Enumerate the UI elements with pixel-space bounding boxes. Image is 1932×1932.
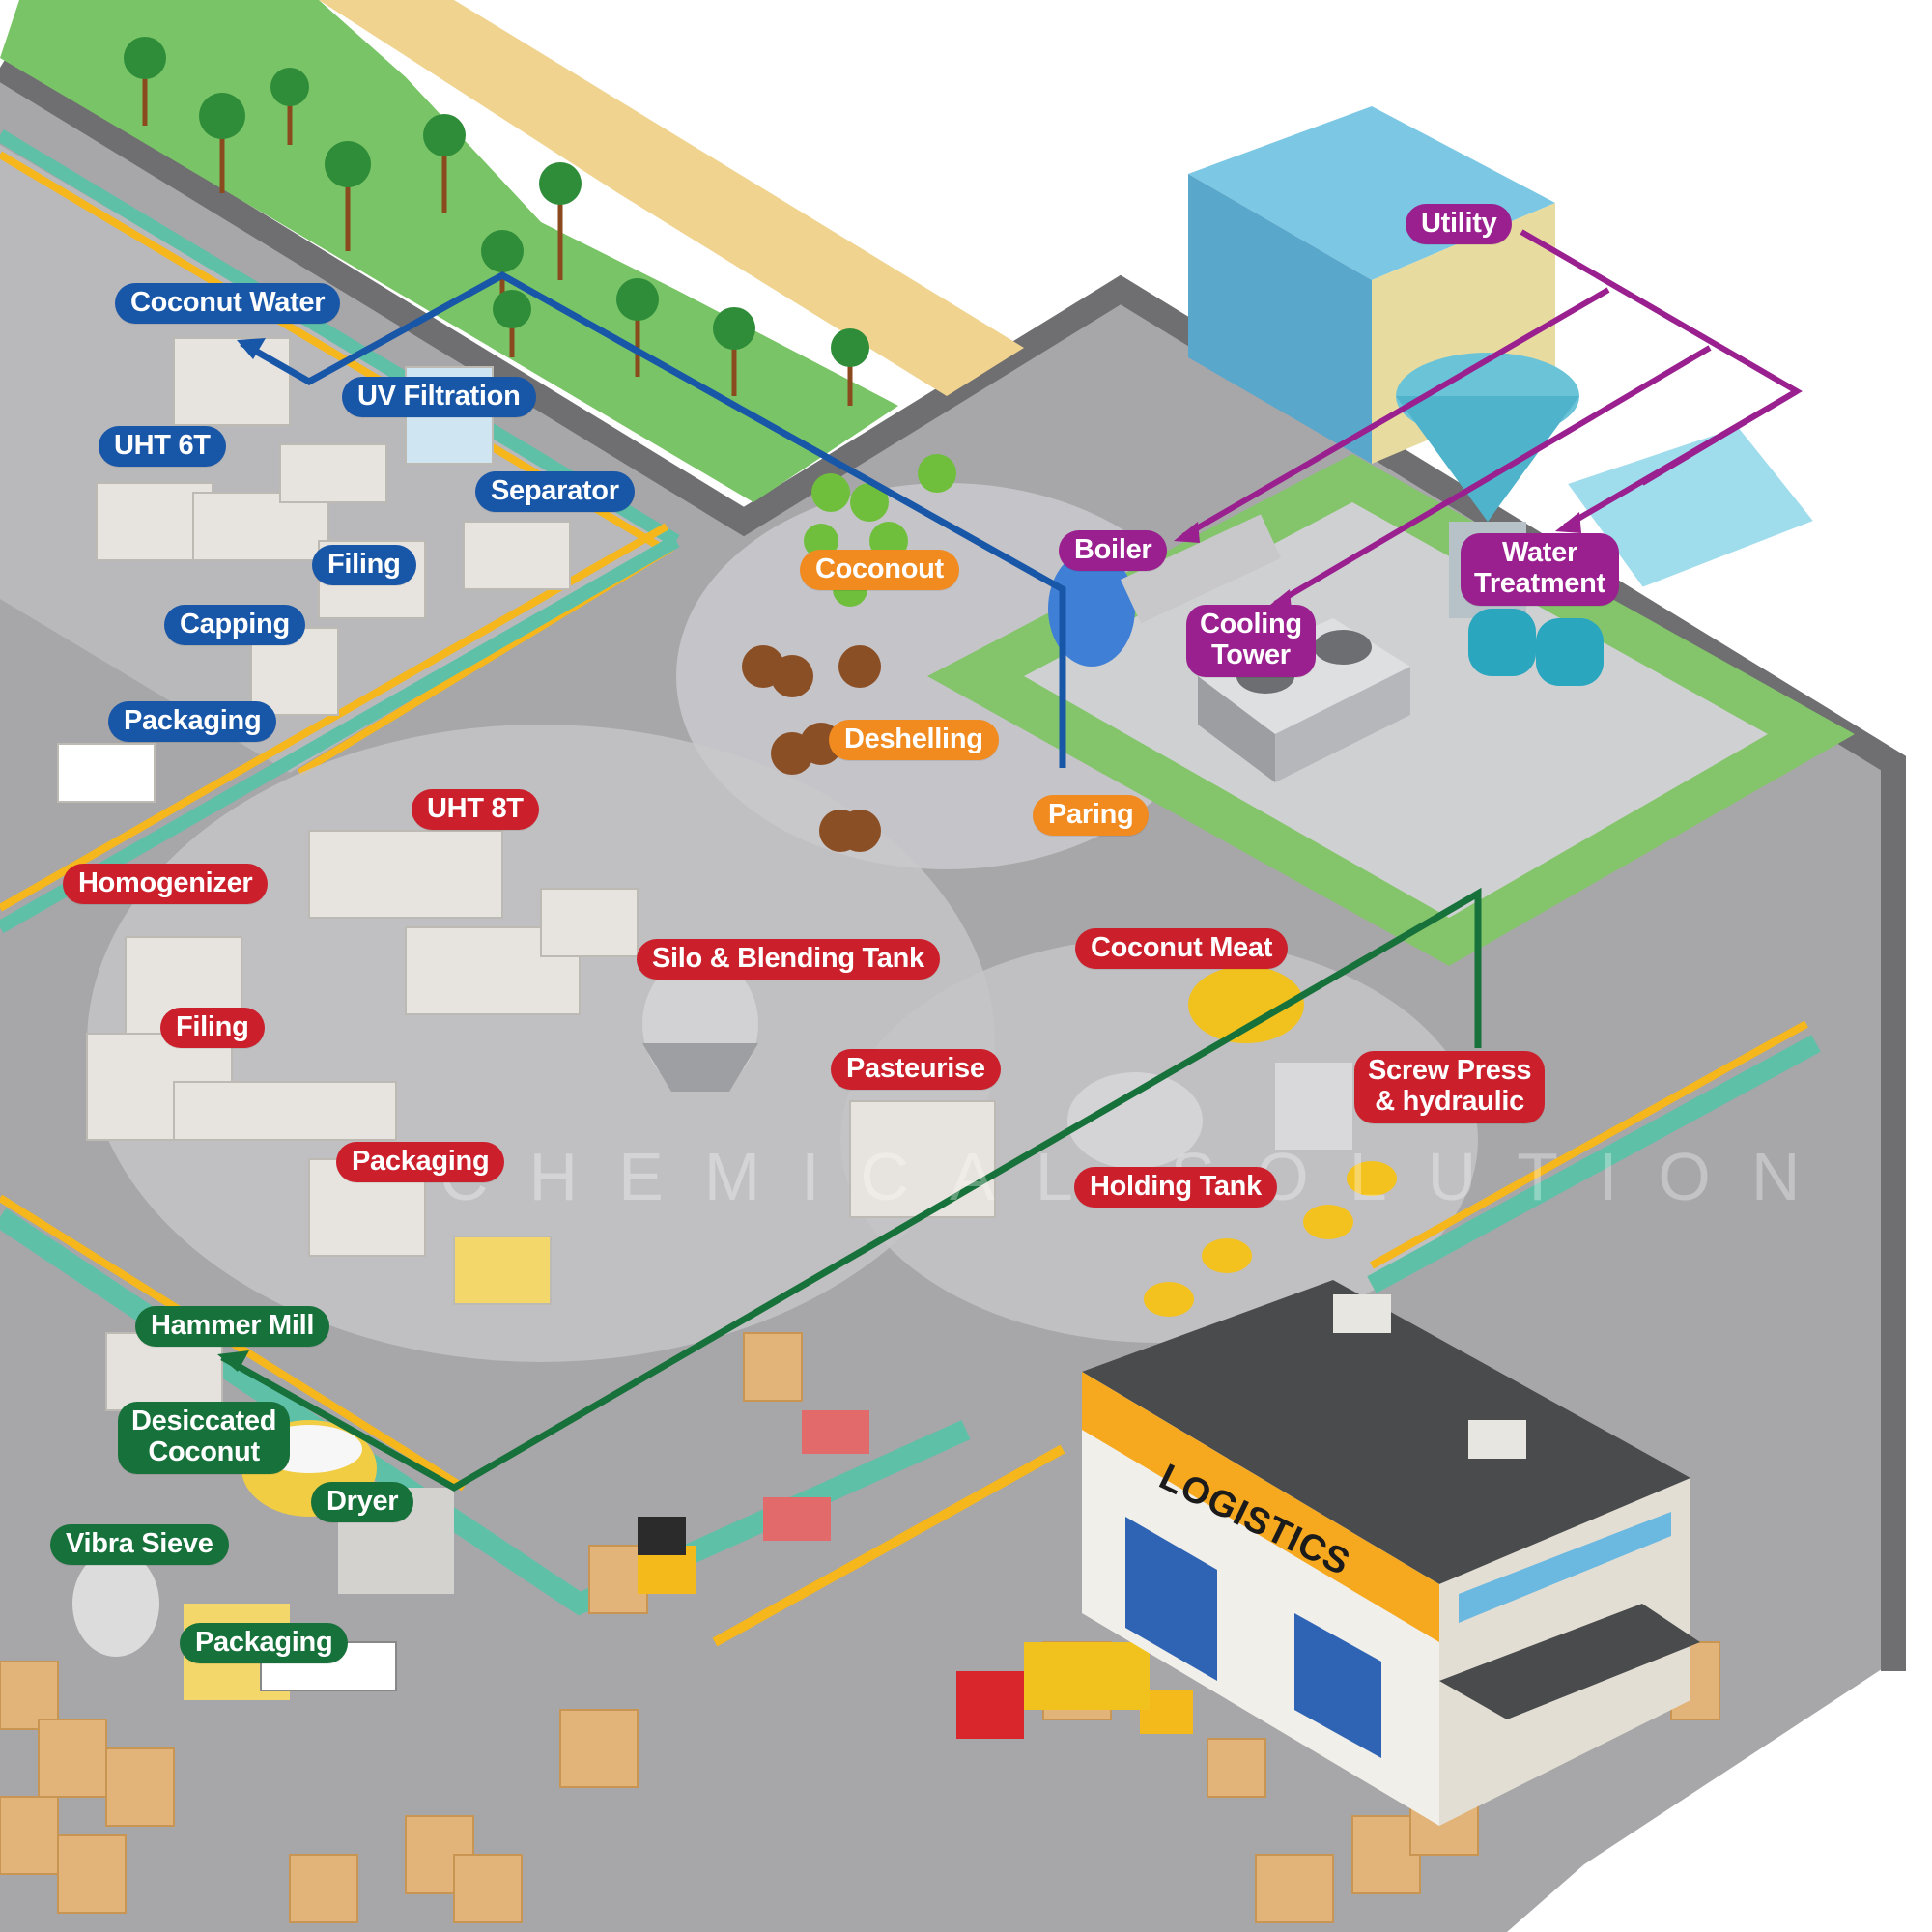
label-cooling-tower-line1: Cooling [1200, 609, 1302, 639]
label-screw-press[interactable]: Screw Press & hydraulic [1354, 1051, 1546, 1123]
label-cooling-tower-line2: Tower [1211, 639, 1291, 671]
fence-yellow-5 [1370, 1020, 1808, 1269]
label-uv-filtration[interactable]: UV Filtration [342, 377, 536, 418]
label-packaging-milk[interactable]: Packaging [336, 1142, 505, 1183]
label-packaging-water[interactable]: Packaging [108, 701, 277, 743]
milk-line-machines [86, 830, 996, 1305]
palm-trees [124, 37, 869, 406]
desiccated-flow-line [220, 887, 1482, 1492]
label-homogenizer[interactable]: Homogenizer [63, 864, 269, 905]
holding-tank [1067, 1072, 1203, 1169]
label-screw-press-line1: Screw Press [1368, 1055, 1532, 1086]
coconut-water-flow-line [240, 270, 1066, 768]
label-pasteurise[interactable]: Pasteurise [831, 1049, 1001, 1091]
walkway-teal-2 [0, 534, 680, 934]
label-capping[interactable]: Capping [164, 605, 305, 646]
label-vibra-sieve[interactable]: Vibra Sieve [50, 1524, 229, 1566]
label-silo-blending-tank[interactable]: Silo & Blending Tank [637, 939, 940, 980]
utility-arrow-boiler [1174, 522, 1200, 543]
label-uht-6t[interactable]: UHT 6T [99, 426, 226, 468]
desiccated-machines [72, 1332, 454, 1700]
perimeter-wall [0, 56, 1906, 1671]
label-boiler[interactable]: Boiler [1059, 530, 1168, 572]
label-coconut-water[interactable]: Coconut Water [115, 283, 341, 325]
label-separator[interactable]: Separator [475, 471, 635, 513]
treatment-tanks [1468, 609, 1604, 686]
red-pallets [763, 1410, 869, 1541]
desiccated-arrowhead [217, 1350, 249, 1372]
label-paring[interactable]: Paring [1033, 795, 1150, 837]
label-screw-press-line2: & hydraulic [1375, 1086, 1524, 1118]
label-desiccated-coconut-line2: Coconut [148, 1436, 260, 1468]
coconut-water-arrowhead [237, 338, 266, 359]
logistics-building [1082, 1280, 1700, 1826]
yellow-bowls [1144, 1161, 1397, 1317]
label-cooling-tower[interactable]: Cooling Tower [1186, 605, 1316, 677]
utility-flow-line-water [1563, 388, 1799, 529]
cooling-tower-unit [1198, 618, 1410, 782]
label-water-treatment-line1: Water [1501, 537, 1577, 568]
utility-flow-line-cooling [1273, 345, 1712, 607]
utility-arrow-water [1555, 512, 1581, 533]
boiler-unit [1048, 514, 1282, 667]
label-holding-tank[interactable]: Holding Tank [1074, 1167, 1277, 1208]
fence-yellow-4 [712, 1444, 1065, 1647]
truck [956, 1642, 1150, 1739]
brown-coconuts [742, 645, 881, 852]
label-filing-water[interactable]: Filing [312, 545, 416, 586]
label-water-treatment[interactable]: Water Treatment [1461, 533, 1619, 606]
label-desiccated-coconut[interactable]: Desiccated Coconut [118, 1402, 291, 1474]
label-packaging-desiccated[interactable]: Packaging [180, 1623, 349, 1664]
label-deshelling[interactable]: Deshelling [829, 720, 999, 761]
box-stacks [0, 1332, 1720, 1923]
label-utility[interactable]: Utility [1406, 204, 1513, 245]
beach-area [319, 0, 1024, 396]
label-coconut-meat[interactable]: Coconut Meat [1075, 928, 1289, 970]
label-water-treatment-line2: Treatment [1474, 568, 1605, 600]
label-hammer-mill[interactable]: Hammer Mill [135, 1306, 330, 1348]
coconut-meat-bowl [1188, 966, 1304, 1043]
label-dryer[interactable]: Dryer [311, 1482, 414, 1523]
walkway-teal-4 [1367, 1035, 1821, 1293]
screw-press [1275, 1063, 1352, 1150]
label-desiccated-coconut-line1: Desiccated [131, 1406, 277, 1436]
utility-flow-line-boiler [1181, 287, 1610, 539]
label-filing-milk[interactable]: Filing [160, 1008, 265, 1049]
forklift [638, 1517, 1193, 1734]
label-uht-8t[interactable]: UHT 8T [412, 789, 539, 831]
silo-tank [642, 956, 758, 1092]
label-coconut-raw[interactable]: Coconout [800, 550, 959, 591]
